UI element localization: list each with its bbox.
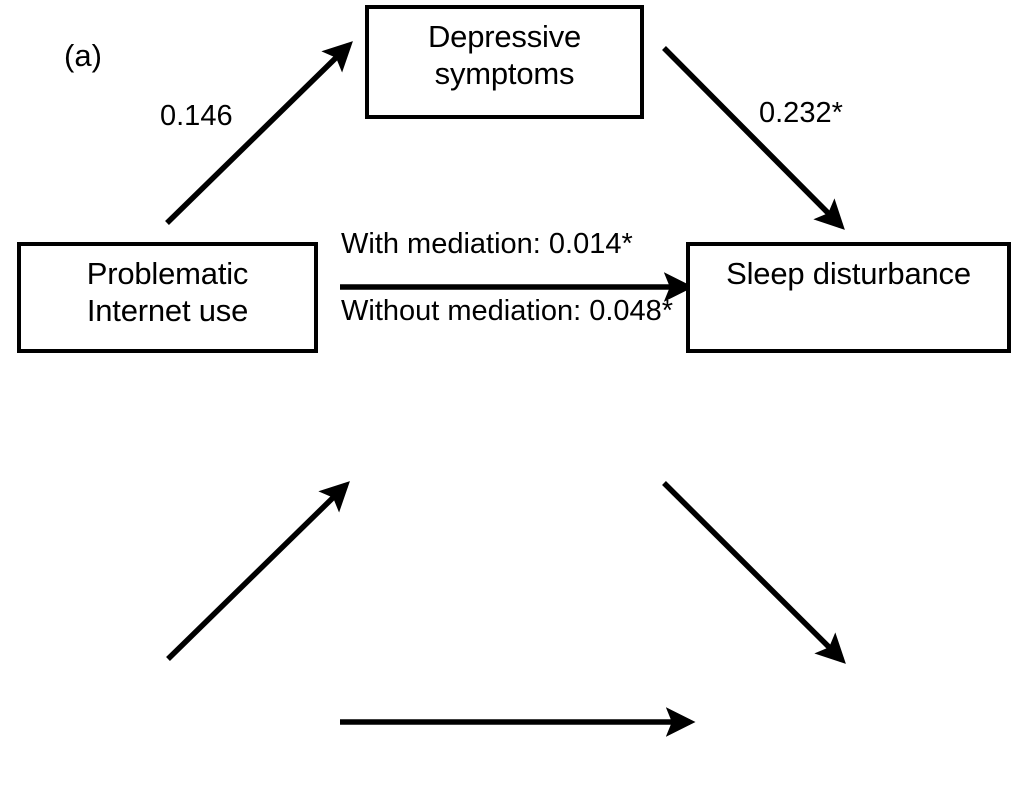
panel-a: (a) Depressive symptoms Problematic Inte… <box>17 5 1011 353</box>
panel-a-label: (a) <box>64 38 102 73</box>
node-a-outcome-line1: Sleep disturbance <box>726 256 971 291</box>
node-a-mediator-line2: symptoms <box>434 55 575 91</box>
node-a-mediator-line1: Depressive <box>427 19 582 54</box>
edge-label-a-mediator-to-outcome: 0.232* <box>759 97 843 129</box>
edge-label-a-without-mediation: Without mediation: 0.048* <box>341 295 674 327</box>
node-a-predictor: Problematic Internet use <box>17 242 318 353</box>
node-a-predictor-line2: Internet use <box>86 292 249 328</box>
edge-label-a-with-mediation: With mediation: 0.014* <box>341 228 633 260</box>
node-a-mediator: Depressive symptoms <box>365 5 644 119</box>
panel-b: (b) Problematic Internet use Depression … <box>0 432 1024 797</box>
node-a-predictor-line1: Problematic <box>86 256 249 291</box>
node-a-outcome: Sleep disturbance <box>686 242 1011 353</box>
edge-label-a-predictor-to-mediator: 0.146 <box>160 100 233 132</box>
